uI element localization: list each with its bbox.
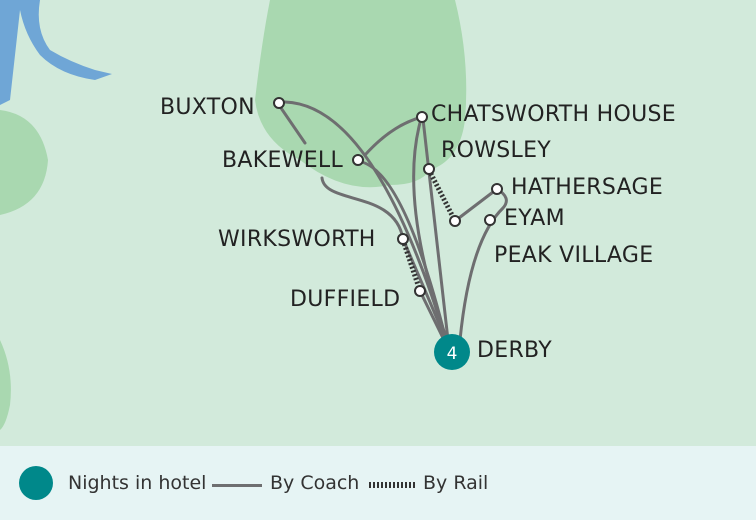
stops: [273, 97, 503, 297]
label-peak-village: PEAK VILLAGE: [494, 243, 654, 268]
coach-route: [320, 176, 405, 241]
legend-rail: By Rail: [423, 472, 489, 494]
stop-bakewell: [352, 154, 364, 166]
label-eyam: EYAM: [504, 206, 565, 231]
rail-legend-line: [369, 482, 417, 488]
label-wirksworth: WIRKSWORTH: [218, 227, 376, 252]
label-derby: DERBY: [477, 338, 552, 363]
stop-eyam: [484, 214, 496, 226]
stop-hathersage: [491, 183, 503, 195]
rail-routes: [400, 168, 458, 292]
national-park-area: [255, 0, 467, 188]
stop-peak-village: [449, 215, 461, 227]
coach-routes: [279, 100, 508, 342]
coach-route: [458, 187, 508, 342]
coach-route: [453, 187, 499, 223]
route-map: 4: [0, 0, 508, 430]
coach-legend-line: [212, 484, 262, 487]
coach-route: [421, 117, 450, 342]
stop-wirksworth: [397, 233, 409, 245]
rail-route: [400, 239, 423, 292]
label-rowsley: ROWSLEY: [441, 138, 552, 163]
rail-route: [426, 168, 458, 223]
coach-route: [412, 117, 449, 342]
park-bottom-left: [0, 340, 11, 430]
park-left: [0, 110, 48, 215]
label-duffield: DUFFIELD: [290, 287, 401, 312]
label-buxton: BUXTON: [160, 95, 255, 120]
hotel-nights-derby: 4: [447, 344, 458, 364]
legend-coach: By Coach: [270, 472, 360, 494]
coach-route: [279, 106, 307, 145]
label-bakewell: BAKEWELL: [222, 148, 344, 173]
stop-rowsley: [423, 163, 435, 175]
label-hathersage: HATHERSAGE: [511, 175, 664, 200]
label-chatsworth: CHATSWORTH HOUSE: [431, 102, 677, 127]
legend: Nights in hotel By Coach By Rail: [0, 446, 756, 520]
coach-route: [418, 289, 446, 342]
stop-buxton: [273, 97, 285, 109]
lake: [0, 0, 112, 105]
legend-hotel: Nights in hotel: [68, 472, 207, 494]
stop-chatsworth: [416, 111, 428, 123]
hotel-legend-icon: [19, 466, 53, 500]
stop-duffield: [414, 285, 426, 297]
hotel-marker-derby: [434, 334, 470, 370]
coach-route: [283, 100, 448, 342]
